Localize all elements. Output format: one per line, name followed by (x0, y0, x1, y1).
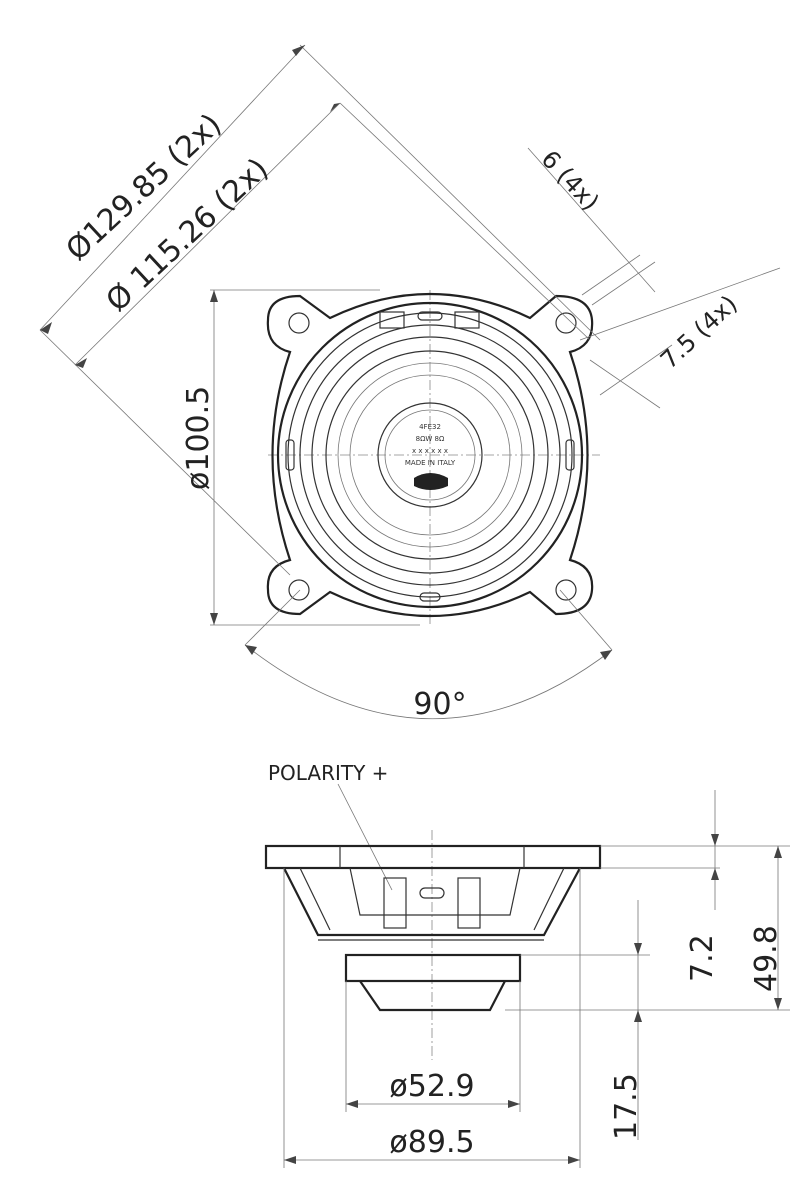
mount-hole-bl (288, 579, 310, 601)
dim-hole: 6 (4x) (536, 145, 605, 216)
dim-angle: 90° (413, 687, 466, 722)
logo-mark (414, 473, 448, 490)
basket-outline (283, 867, 581, 937)
top-view: 4FE32 8ΩW 8Ω x x x x x x MADE IN ITALY Ø… (39, 44, 781, 722)
dim-49-8: 49.8 (749, 925, 784, 992)
dim-diameter-100: ø100.5 (181, 386, 216, 490)
dim-89-5: ø89.5 (389, 1125, 474, 1160)
polarity-label: POLARITY + (268, 761, 388, 785)
dots-label: x x x x x x (412, 447, 448, 455)
dim-17-5: 17.5 (609, 1073, 644, 1140)
made-in-label: MADE IN ITALY (405, 459, 456, 467)
mount-hole-br (555, 579, 577, 601)
spec-label: 8ΩW 8Ω (416, 435, 445, 443)
dim-inner-diameter: Ø 115.26 (2x) (100, 151, 276, 318)
dim-slot: 7.5 (4x) (655, 290, 743, 375)
dim-7-2: 7.2 (685, 934, 720, 982)
dim-52-9: ø52.9 (389, 1069, 474, 1104)
mount-hole-tr (555, 312, 577, 334)
side-view: POLARITY + 7.2 49.8 17.5 (264, 761, 790, 1168)
model-label: 4FE32 (419, 423, 441, 431)
mount-hole-tl (288, 312, 310, 334)
frame-outline (266, 293, 594, 617)
